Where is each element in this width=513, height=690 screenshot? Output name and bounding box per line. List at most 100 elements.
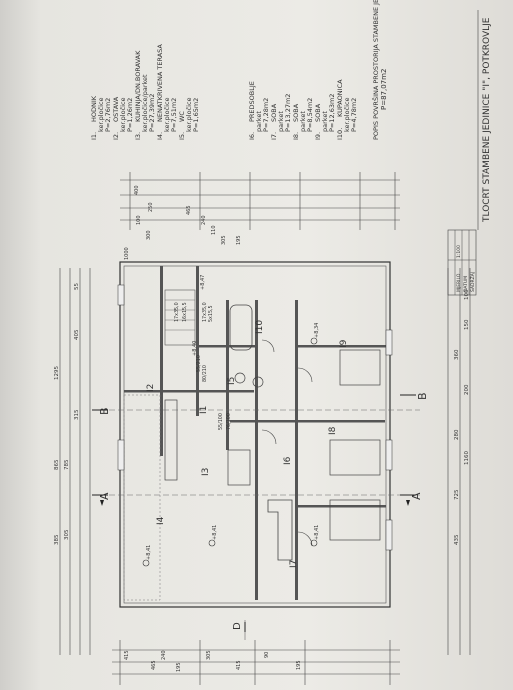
- dimension-value: 280: [454, 429, 460, 440]
- section-mark-a-left: A: [98, 492, 111, 500]
- room-label-i3: I3: [201, 468, 211, 476]
- date-label: DATUM: [463, 276, 469, 292]
- legend-item-area: P=7,28m2: [262, 98, 270, 132]
- legend-item-name: HODNIK: [90, 95, 98, 122]
- room-label-i6: I6: [283, 456, 293, 465]
- section-mark-b-right: B: [416, 392, 429, 400]
- legend-item-area: P=12,63m2: [328, 94, 336, 132]
- opening-label: 55/100: [218, 413, 224, 430]
- dimension-lines-top: [59, 268, 91, 655]
- legend-item-code: I2.: [112, 132, 120, 140]
- dimension-value: 200: [464, 384, 470, 395]
- dimension-numbers-top: 385 305 865 785 315 405 55 1295: [54, 283, 80, 545]
- dimension-value: 305: [64, 529, 70, 540]
- legend-item-name: KUHINJA/DN.BORAVAK: [134, 50, 142, 122]
- dimension-value: 465: [151, 660, 157, 670]
- room-label-i5: I5: [227, 377, 237, 385]
- room-label-i9: I9: [339, 339, 349, 348]
- legend-item-code: I4.: [156, 132, 164, 140]
- dimension-lines-upper: [120, 172, 400, 230]
- scale-value: 1:100: [456, 245, 462, 258]
- room-labels: I1 I2 I3 I4 I5 I6 I7 I8 I9 I10: [146, 320, 349, 568]
- level-mark: +8,47: [200, 275, 206, 290]
- legend-item-code: I1.: [90, 132, 98, 140]
- legend-total: P=87,07m2: [380, 69, 388, 110]
- legend-item-code: I10.: [336, 128, 344, 140]
- dimension-value: 305: [221, 235, 227, 245]
- legend-item-area: P=2,76m2: [104, 98, 112, 132]
- opening-label: 5x15,5: [208, 305, 214, 322]
- dimension-value: 385: [54, 534, 60, 545]
- level-markers: +8,41 +8,41 +8,41 +8,34 +8,40 +8,47: [142, 275, 320, 567]
- dimension-value: 240: [201, 215, 207, 225]
- level-mark: +8,34: [314, 323, 320, 338]
- opening-label: 80/210: [202, 365, 208, 382]
- legend-item-floor: ker.pločice: [97, 97, 105, 132]
- dimension-value: 465: [186, 205, 192, 215]
- room-label-i2: I2: [146, 384, 156, 392]
- sheet-label: SADRŽAJ: [468, 272, 476, 292]
- plan-walls: [100, 261, 420, 640]
- dimension-value: 195: [296, 660, 302, 670]
- level-mark: +8,41: [314, 525, 320, 540]
- level-mark: +8,41: [212, 525, 218, 540]
- opening-label: 55/210: [196, 355, 202, 372]
- dimension-value: 405: [74, 329, 80, 340]
- legend-item-area: P=4,78m2: [350, 98, 358, 132]
- legend-item-area: P=27,39m2: [148, 94, 156, 132]
- legend-item-name: KUPAONICA: [336, 79, 344, 117]
- legend-item-floor: ker.pločice: [343, 97, 351, 132]
- legend-item-floor: ker.pločice: [185, 97, 193, 132]
- legend-item-floor: ker.pločice/parket: [141, 74, 149, 132]
- dimension-value: 305: [206, 650, 212, 660]
- legend-item-code: I8.: [292, 132, 300, 140]
- section-mark-d: D: [232, 622, 243, 630]
- dimension-value: 1160: [464, 451, 470, 465]
- opening-label: 17x35,0: [202, 302, 208, 322]
- drawing-title: TLOCRT STAMBENE JEDINICE "I", POTKROVLJE: [482, 17, 492, 223]
- dimension-value: 785: [64, 459, 70, 470]
- dimension-value: 315: [74, 409, 80, 420]
- opening-label: 17x35,0: [174, 302, 180, 322]
- legend-item-floor: ker.pločice: [119, 97, 127, 132]
- dimension-value: 150: [464, 319, 470, 330]
- legend-item-code: I5.: [178, 132, 186, 140]
- legend-item-name: PREDSOBLJE: [248, 81, 256, 122]
- legend-item-area: P=1,26m2: [126, 98, 134, 132]
- dimension-value: 865: [54, 459, 60, 470]
- legend-item-area: P=1,65m2: [192, 98, 200, 132]
- dimension-value: 400: [134, 185, 140, 195]
- legend-item-floor: parket: [255, 111, 263, 132]
- legend-title: POPIS POVRŠINA PROSTORIJA STAMBENE JEDIN…: [371, 0, 380, 140]
- dimension-value: 100: [136, 215, 142, 225]
- legend-item-name: SOBA: [292, 103, 300, 122]
- dimension-value: 1295: [54, 366, 60, 380]
- opening-label: 76/100: [226, 413, 232, 430]
- room-label-i10: I10: [255, 320, 265, 334]
- legend-item-name: WC: [178, 111, 186, 122]
- legend-item-name: SOBA: [270, 103, 278, 122]
- dimension-value: 110: [211, 225, 217, 235]
- dimension-value: 415: [236, 660, 242, 670]
- room-label-i8: I8: [328, 426, 338, 435]
- room-label-i7: I7: [289, 560, 299, 568]
- legend-item-floor: parket: [299, 111, 307, 132]
- legend-item-area: P=7,51m2: [170, 98, 178, 132]
- legend-item-name: NENATKRIVENA TERASA: [156, 44, 164, 122]
- dimension-value: 55: [74, 283, 80, 290]
- dimension-value: 725: [454, 489, 460, 500]
- room-label-i4: I4: [156, 516, 166, 525]
- legend-item-code: I6.: [248, 132, 256, 140]
- legend-item-code: I3.: [134, 132, 142, 140]
- opening-label: 16x15,5: [182, 302, 188, 322]
- section-marks: A A B B D: [92, 392, 429, 632]
- level-mark: +8,41: [146, 545, 152, 560]
- dimension-value: 90: [264, 652, 270, 658]
- dimension-lines-bottom: [447, 268, 471, 655]
